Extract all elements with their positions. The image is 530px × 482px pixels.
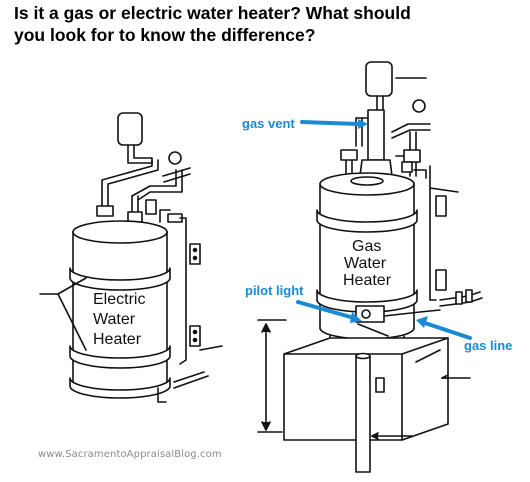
gas-junction-box-icon bbox=[435, 195, 447, 291]
gas-vent-arrow bbox=[300, 120, 360, 126]
electric-junction-box-icon bbox=[173, 243, 223, 389]
site-credit: www.SacramentoAppraisalBlog.com bbox=[38, 449, 222, 460]
gas-control-valve-icon bbox=[355, 289, 483, 337]
gas-heater-stand bbox=[283, 337, 449, 473]
callout-gas-line: gas line bbox=[464, 338, 512, 353]
electric-label-line-3: Heater bbox=[93, 331, 142, 348]
electric-expansion-tank-icon bbox=[117, 112, 153, 164]
gas-label-line-1: Gas bbox=[352, 238, 381, 255]
title-line-1: Is it a gas or electric water heater? Wh… bbox=[14, 3, 411, 23]
gas-water-heater: Gas Water Heater bbox=[257, 61, 483, 473]
electric-water-heater: Electric Water Heater bbox=[39, 112, 223, 403]
electric-tank bbox=[69, 220, 171, 403]
gas-line-arrow bbox=[420, 320, 472, 340]
title-line-2: you look for to know the difference? bbox=[14, 25, 316, 45]
gas-label-line-2: Water bbox=[344, 255, 387, 272]
callout-pilot-light: pilot light bbox=[245, 283, 304, 298]
gas-expansion-tank-icon bbox=[365, 61, 427, 111]
electric-pipes bbox=[96, 151, 191, 365]
electric-label-line-1: Electric bbox=[93, 291, 145, 308]
stand-height-dimension bbox=[257, 319, 287, 433]
pilot-light-arrow bbox=[296, 300, 356, 320]
gas-leader-lines bbox=[371, 187, 471, 440]
electric-label-line-2: Water bbox=[93, 311, 136, 328]
gas-label-line-3: Heater bbox=[343, 272, 392, 289]
gas-pipes bbox=[340, 99, 437, 301]
callout-arrows bbox=[296, 120, 472, 340]
callout-gas-vent: gas vent bbox=[242, 116, 295, 131]
electric-leader-lines bbox=[39, 277, 87, 351]
callout-arrowheads bbox=[350, 119, 428, 328]
page-title: Is it a gas or electric water heater? Wh… bbox=[14, 2, 494, 46]
